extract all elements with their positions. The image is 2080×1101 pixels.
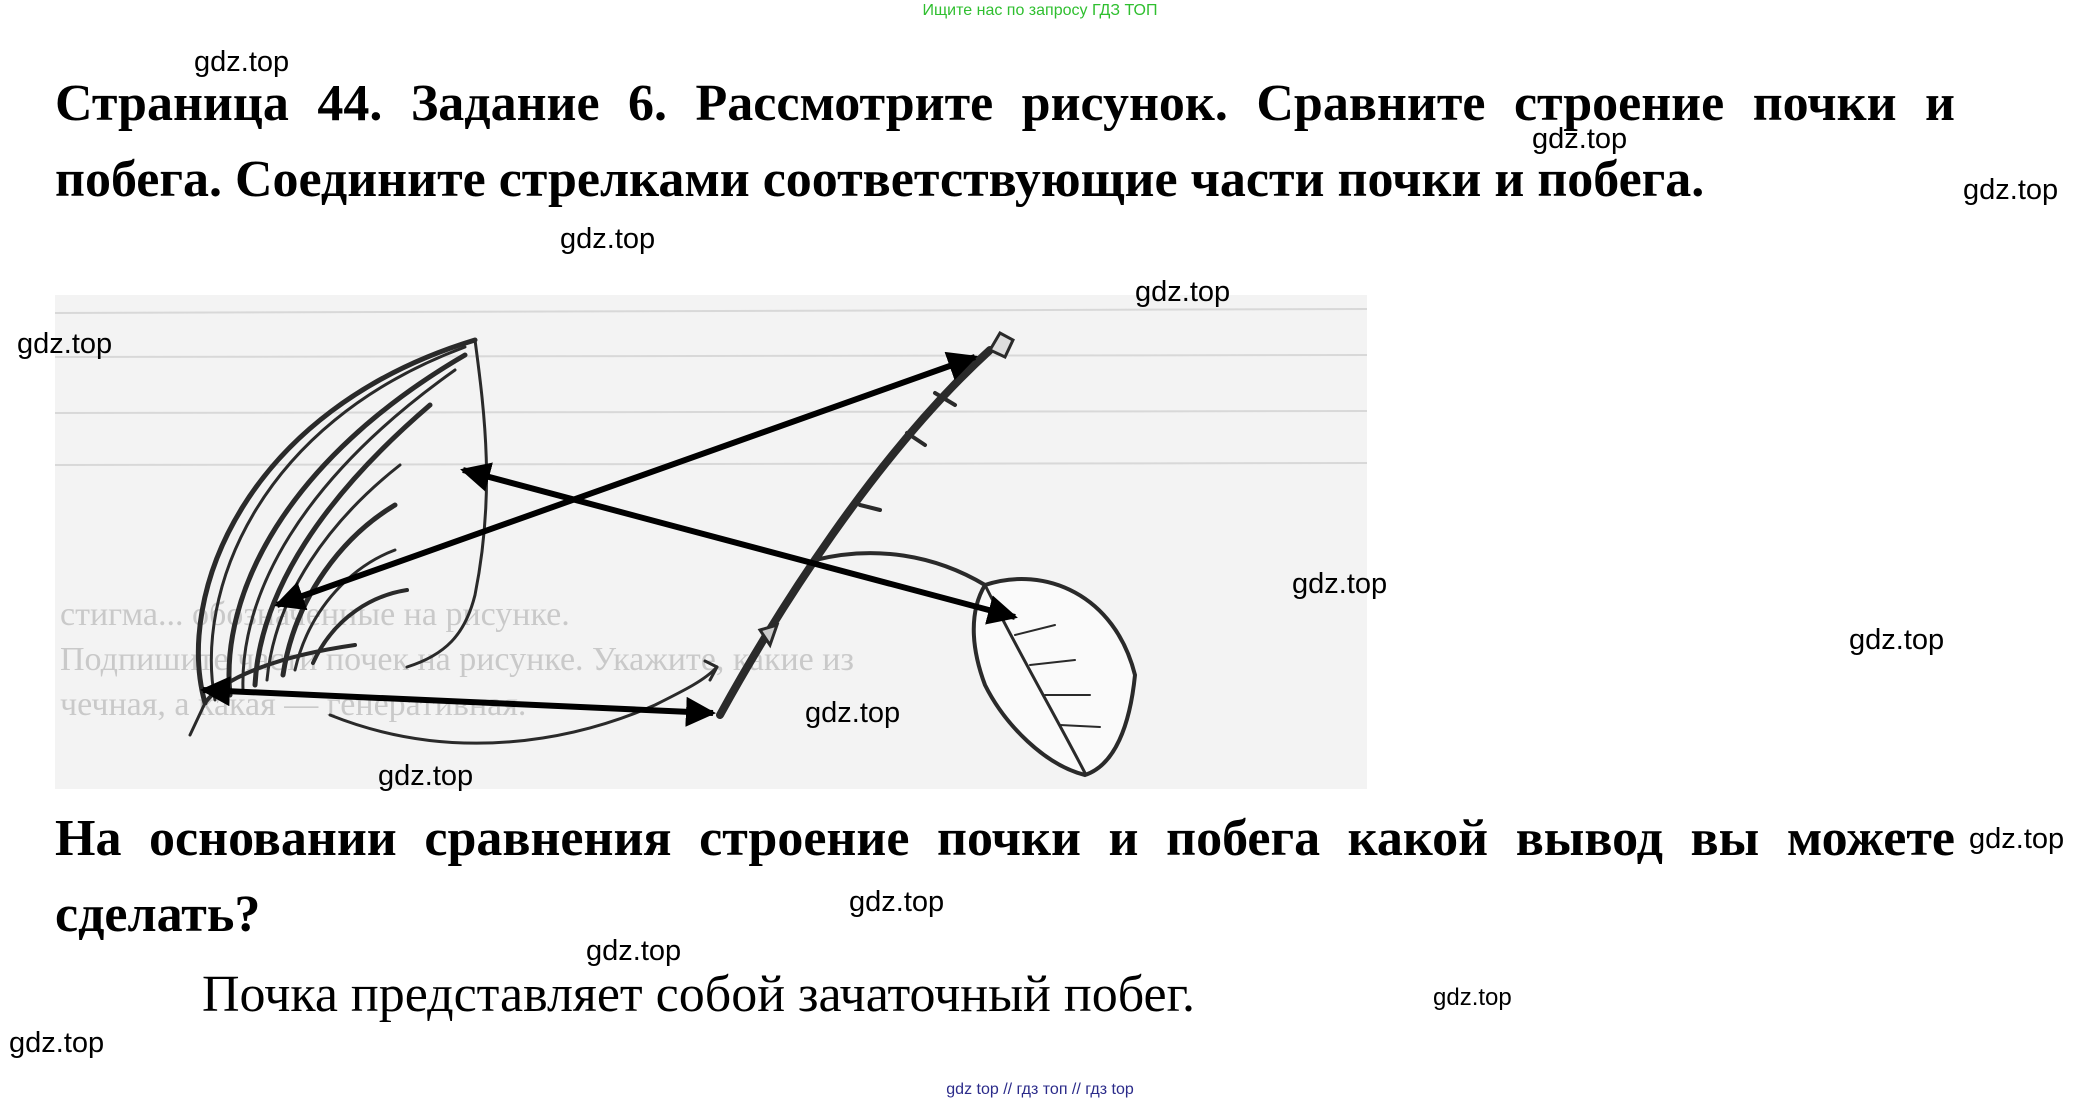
arrow-leaf xyxy=(460,462,1018,625)
watermark: gdz.top xyxy=(17,328,113,360)
watermark: gdz.top xyxy=(586,935,682,967)
search-banner: Ищите нас по запросу ГДЗ ТОП xyxy=(922,2,1158,19)
watermark: gdz.top xyxy=(378,760,474,792)
footer-links[interactable]: gdz top // гдз топ // гдз top xyxy=(946,1081,1134,1098)
watermark: gdz.top xyxy=(1969,823,2065,855)
watermark: gdz.top xyxy=(560,223,656,255)
bg-text-line0: стигма... обозначенные на рисунке. xyxy=(60,596,570,633)
watermark: gdz.top xyxy=(849,886,945,918)
watermark: gdz.top xyxy=(1135,276,1231,308)
arrow-base xyxy=(200,676,716,727)
bg-rule xyxy=(54,308,1368,314)
watermark: gdz.top xyxy=(9,1027,105,1059)
watermark: gdz.top xyxy=(194,46,290,78)
watermark: gdz.top xyxy=(1963,174,2059,206)
watermark: gdz.top xyxy=(1433,984,1512,1011)
bud-shoot-figure: стигма... обозначенные на рисунке. Подпи… xyxy=(54,295,1368,789)
watermark: gdz.top xyxy=(1532,123,1628,155)
watermark: gdz.top xyxy=(1292,568,1388,600)
question-text: На основании сравнения строение почки и … xyxy=(55,810,1955,943)
watermark: gdz.top xyxy=(1849,624,1945,656)
bg-text-line1: Подпишите части почек на рисунке. Укажит… xyxy=(60,641,854,678)
watermark: gdz.top xyxy=(805,697,901,729)
answer-arrows xyxy=(200,351,1018,727)
task-heading: Страница 44. Задание 6. Рассмотрите рису… xyxy=(55,75,1955,208)
answer-text: Почка представляет собой зачаточный побе… xyxy=(202,966,1196,1023)
